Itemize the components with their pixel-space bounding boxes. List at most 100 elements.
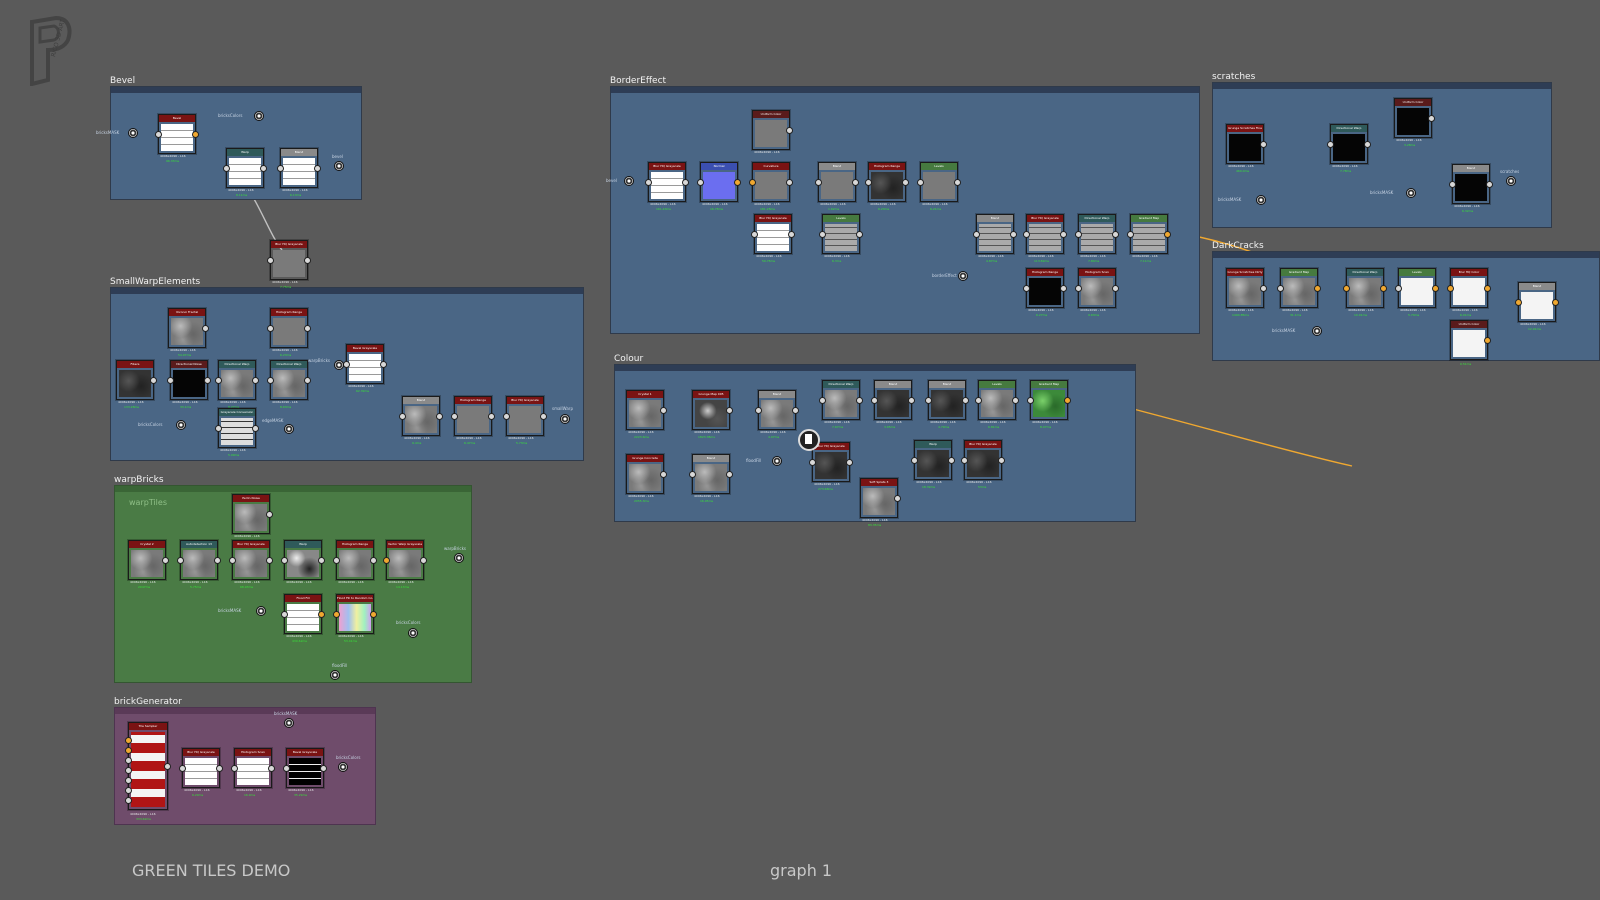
node-wb-perlin[interactable]: Perlin Noise bbox=[232, 494, 273, 534]
output-port-bg-colors[interactable] bbox=[338, 762, 348, 772]
node-time: 6.29ms bbox=[192, 793, 204, 797]
node-dc-grunge[interactable]: Grunge Scratches Dirty bbox=[1226, 268, 1267, 308]
output-port-bevel[interactable] bbox=[334, 161, 344, 171]
node-be-gradmap[interactable]: Gradient Map bbox=[1127, 214, 1171, 254]
port-label: bricksColors bbox=[218, 113, 243, 118]
node-co-blend3[interactable]: Blend bbox=[925, 380, 969, 420]
input-port-dc-mask[interactable] bbox=[1312, 326, 1322, 336]
node-wb-crystal[interactable]: Crystal 2 bbox=[128, 540, 169, 580]
node-be-blurhq2[interactable]: Blur HQ Grayscale bbox=[751, 214, 795, 254]
node-wb-vectorwarp[interactable]: Vector Warp Grayscale bbox=[383, 540, 427, 580]
node-co-blend1[interactable]: Blend bbox=[755, 390, 799, 430]
node-be-blend2[interactable]: Blend bbox=[973, 214, 1017, 254]
node-sw-fibers[interactable]: Fibers bbox=[116, 360, 157, 400]
input-port-sw[interactable] bbox=[176, 420, 186, 430]
output-port-wb-flood[interactable] bbox=[330, 670, 340, 680]
node-title: Grunge Map 005 bbox=[693, 391, 729, 398]
input-port-wb-mask[interactable] bbox=[256, 606, 266, 616]
node-co-softsplat[interactable]: Soft Splats 3 bbox=[860, 478, 901, 518]
node-title: Blur HQ Color bbox=[1451, 269, 1487, 276]
node-be-histo2[interactable]: Histogram Range bbox=[1023, 268, 1067, 308]
node-time: 430.62ms bbox=[292, 639, 307, 643]
frame-warpbricks[interactable]: warpTiles bbox=[114, 485, 472, 683]
output-port-wb-colors[interactable] bbox=[408, 628, 418, 638]
node-dc-dirwarp[interactable]: Directional Warp bbox=[1343, 268, 1387, 308]
node-co-levels[interactable]: Levels bbox=[975, 380, 1019, 420]
node-sw-histo[interactable]: Histogram Range bbox=[267, 308, 311, 348]
node-co-blend2[interactable]: Blend bbox=[871, 380, 915, 420]
node-sw-grayconv[interactable]: Grayscale Conversion bbox=[215, 408, 259, 448]
node-be-blend1[interactable]: Blend bbox=[815, 162, 859, 202]
node-co-blend4[interactable]: Blend bbox=[689, 454, 733, 494]
node-co-grungeconc[interactable]: Grunge Concrete bbox=[626, 454, 667, 494]
node-be-curvature[interactable]: Curvature bbox=[749, 162, 793, 202]
node-float-blurhq[interactable]: Blur HQ Grayscale bbox=[267, 240, 311, 280]
input-port-sc-mask[interactable] bbox=[1406, 188, 1416, 198]
node-be-dirwarp[interactable]: Directional Warp bbox=[1075, 214, 1119, 254]
node-sc-dirwarp[interactable]: Directional Warp bbox=[1327, 124, 1371, 164]
node-sc-uniform[interactable]: Uniform Color bbox=[1394, 98, 1435, 138]
node-dc-gradmap[interactable]: Gradient Map bbox=[1277, 268, 1321, 308]
node-wb-autolevels[interactable]: Autodetection 13 bbox=[177, 540, 221, 580]
node-co-gradmap[interactable]: Gradient Map bbox=[1027, 380, 1071, 420]
node-bevel-warp[interactable]: Warp bbox=[223, 148, 267, 188]
node-sw-blurhq[interactable]: Blur HQ Grayscale bbox=[503, 396, 547, 436]
node-bg-tilesampler[interactable]: Tile Sampler bbox=[125, 722, 171, 810]
node-bevel[interactable]: Bevel bbox=[155, 114, 199, 154]
node-be-levels2[interactable]: Levels bbox=[819, 214, 863, 254]
input-port-co-flood[interactable] bbox=[772, 456, 782, 466]
output-port-bg-mask[interactable] bbox=[284, 718, 294, 728]
frame-scratches[interactable] bbox=[1212, 82, 1552, 228]
node-co-warp[interactable]: Warp bbox=[911, 440, 955, 480]
node-bevel-blend[interactable]: Blend bbox=[277, 148, 321, 188]
node-co-dirwarp1[interactable]: Directional Warp bbox=[819, 380, 863, 420]
node-be-blurhq3[interactable]: Blur HQ Grayscale bbox=[1023, 214, 1067, 254]
node-be-levels1[interactable]: Levels bbox=[917, 162, 961, 202]
node-title: Blend bbox=[977, 215, 1013, 222]
node-co-blurhq[interactable]: Blur HQ Grayscale bbox=[809, 442, 853, 482]
node-bg-bevelgray[interactable]: Bevel Grayscale bbox=[283, 748, 327, 788]
node-sw-voronoi[interactable]: Voronoi Fractal bbox=[168, 308, 209, 348]
node-dc-uniform[interactable]: Uniform Color bbox=[1450, 320, 1491, 360]
node-be-uniform[interactable]: Uniform Color bbox=[752, 110, 793, 150]
node-sw-blend[interactable]: Blend bbox=[399, 396, 443, 436]
node-title: Fibers bbox=[117, 361, 153, 368]
node-be-normal[interactable]: Normal bbox=[697, 162, 741, 202]
node-sw-dirwarp2[interactable]: Directional Warp bbox=[267, 360, 311, 400]
node-co-blurhq2[interactable]: Blur HQ Grayscale bbox=[961, 440, 1005, 480]
node-sw-dirwarp1[interactable]: Directional Warp bbox=[215, 360, 259, 400]
node-sc-grunge[interactable]: Grunge Scratches Fine bbox=[1226, 124, 1267, 164]
input-port-bevel-top[interactable] bbox=[254, 111, 264, 121]
node-wb-warp[interactable]: Warp bbox=[281, 540, 325, 580]
node-dc-blend[interactable]: Blend bbox=[1515, 282, 1559, 322]
node-be-histoscan[interactable]: Histogram Scan bbox=[1075, 268, 1119, 308]
output-port-warpbricks[interactable] bbox=[454, 553, 464, 563]
node-sc-blend[interactable]: Blend bbox=[1449, 164, 1493, 204]
node-dc-levels[interactable]: Levels bbox=[1395, 268, 1439, 308]
output-port-smallwarp[interactable] bbox=[560, 414, 570, 424]
input-port-bevel[interactable] bbox=[128, 128, 138, 138]
node-wb-floodfill[interactable]: Flood Fill to Random Co... bbox=[333, 594, 377, 634]
comment-icon[interactable] bbox=[798, 429, 820, 451]
node-res: 4096x4096 - L16 bbox=[922, 202, 948, 206]
node-dc-blurhq[interactable]: Blur HQ Color bbox=[1447, 268, 1491, 308]
input-port-sc-mask2[interactable] bbox=[1256, 195, 1266, 205]
node-wb-tilefill[interactable]: Flood Fill bbox=[281, 594, 325, 634]
input-port-be-border[interactable] bbox=[958, 271, 968, 281]
output-port-scratches[interactable] bbox=[1506, 176, 1516, 186]
input-port-sw-warp[interactable] bbox=[334, 360, 344, 370]
node-wb-blurhq[interactable]: Blur HQ Grayscale bbox=[229, 540, 273, 580]
node-bg-blurhq[interactable]: Blur HQ Grayscale bbox=[179, 748, 223, 788]
node-sw-bevelgray[interactable]: Bevel Grayscale bbox=[343, 344, 387, 384]
node-sw-histo2[interactable]: Histogram Range bbox=[451, 396, 495, 436]
input-port-be[interactable] bbox=[624, 176, 634, 186]
node-be-blurhq1[interactable]: Blur HQ Grayscale bbox=[645, 162, 689, 202]
node-be-histo[interactable]: Histogram Range bbox=[865, 162, 909, 202]
node-sw-dirnoise[interactable]: Directional Noise bbox=[167, 360, 211, 400]
input-port-sw-edge[interactable] bbox=[284, 424, 294, 434]
node-co-crystal[interactable]: Crystal 1 bbox=[626, 390, 667, 430]
node-co-grungemap[interactable]: Grunge Map 005 bbox=[692, 390, 733, 430]
node-wb-histo[interactable]: Histogram Range bbox=[333, 540, 377, 580]
node-bg-histoscan[interactable]: Histogram Scan bbox=[231, 748, 275, 788]
